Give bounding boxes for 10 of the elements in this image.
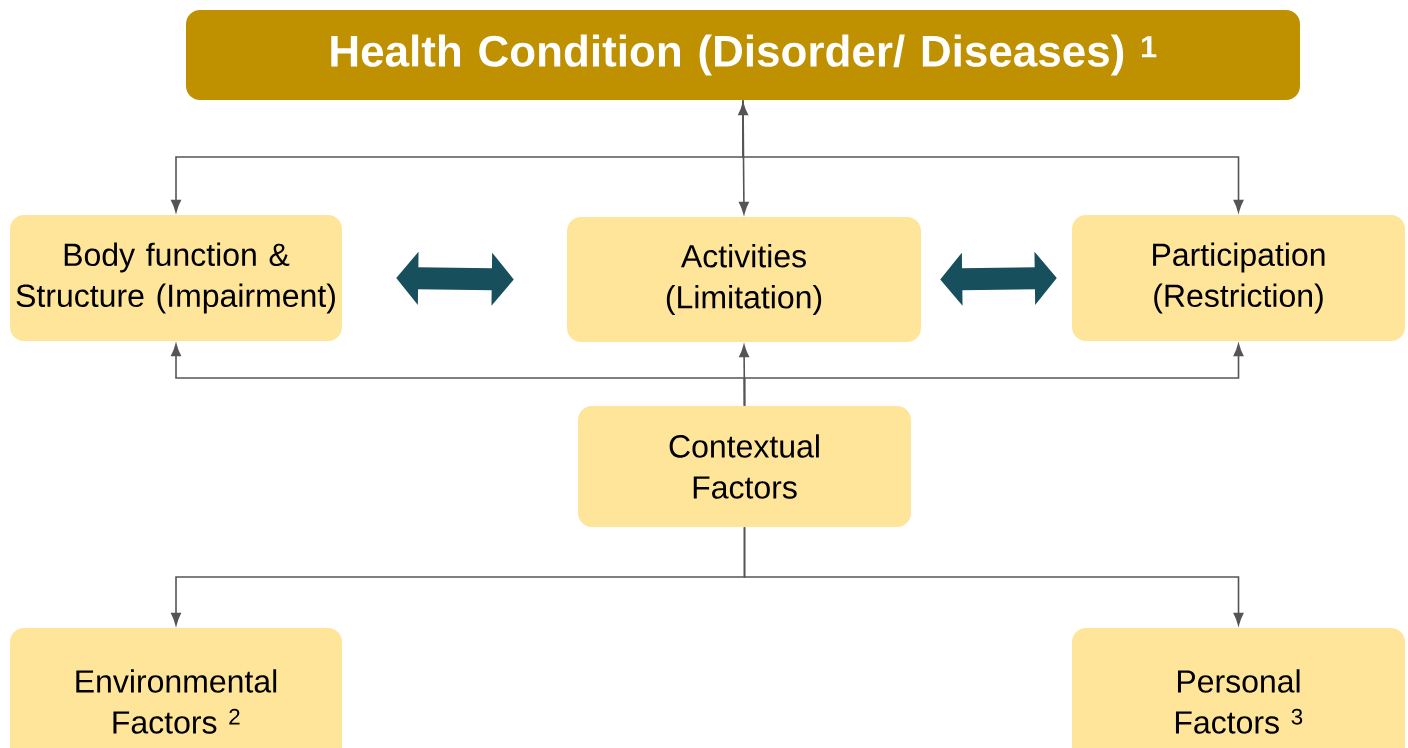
arrow bbox=[743, 343, 1244, 407]
rounded-box: Body function & Structure (Impairment) bbox=[10, 215, 342, 341]
arrow bbox=[743, 526, 1244, 626]
rounded-box: Participation (Restriction) bbox=[1072, 215, 1405, 341]
rounded-box: Environmental Factors $^{2}$ bbox=[10, 628, 342, 748]
rounded-box: Activities (Limitation) bbox=[567, 217, 921, 342]
rounded-box: Personal Factors $^{3}$ bbox=[1072, 628, 1405, 748]
rounded-box: Contextual Factors bbox=[578, 406, 911, 527]
arrow bbox=[742, 99, 1244, 213]
title-banner: Health Condition (Disorder/ Diseases) $^{1}$ bbox=[186, 10, 1300, 100]
